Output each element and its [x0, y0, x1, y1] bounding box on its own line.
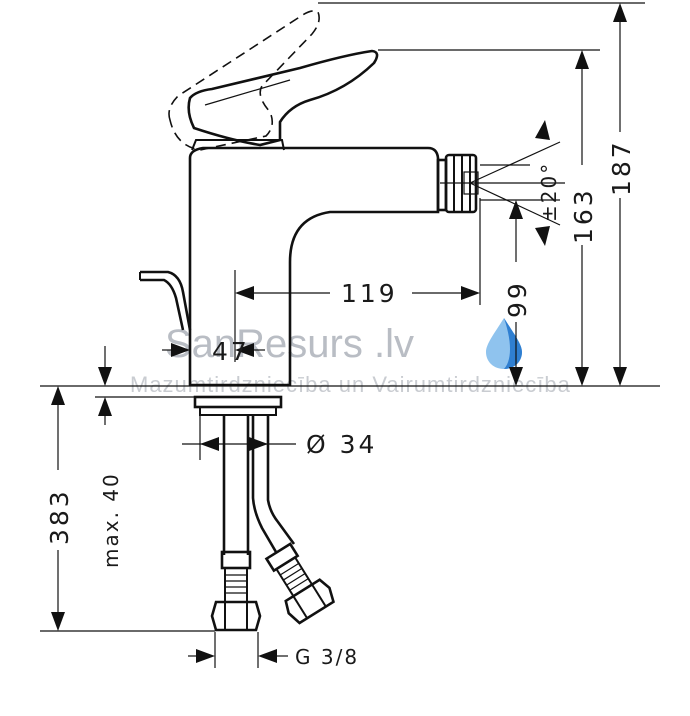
dim-body-diameter: Ø 34: [306, 430, 377, 459]
dimension-labels: 187 163 ±20° 99 119 47 Ø 34 max. 40 383 …: [45, 139, 636, 669]
dim-lever-height: 163: [569, 187, 598, 244]
base-flange: [193, 395, 283, 409]
dim-spout-reach: 119: [341, 279, 398, 308]
dim-swivel-angle: ±20°: [537, 162, 561, 222]
water-drop-icon: [486, 318, 522, 369]
dim-outlet-height: 99: [503, 280, 532, 318]
mixer-body: [139, 10, 479, 416]
dim-hose-length: 383: [45, 488, 74, 545]
dim-total-height: 187: [607, 139, 636, 196]
lever-handle: [187, 49, 379, 147]
dim-outlet-offset: 47: [212, 337, 250, 366]
popup-rod: [140, 270, 192, 331]
dim-max-deck: max. 40: [99, 472, 123, 568]
dim-thread: G 3/8: [295, 645, 359, 669]
dimension-lines: [51, 3, 627, 663]
supply-hoses: [210, 415, 335, 632]
lever-raised-position: [168, 10, 320, 151]
body-outline: [188, 146, 440, 387]
